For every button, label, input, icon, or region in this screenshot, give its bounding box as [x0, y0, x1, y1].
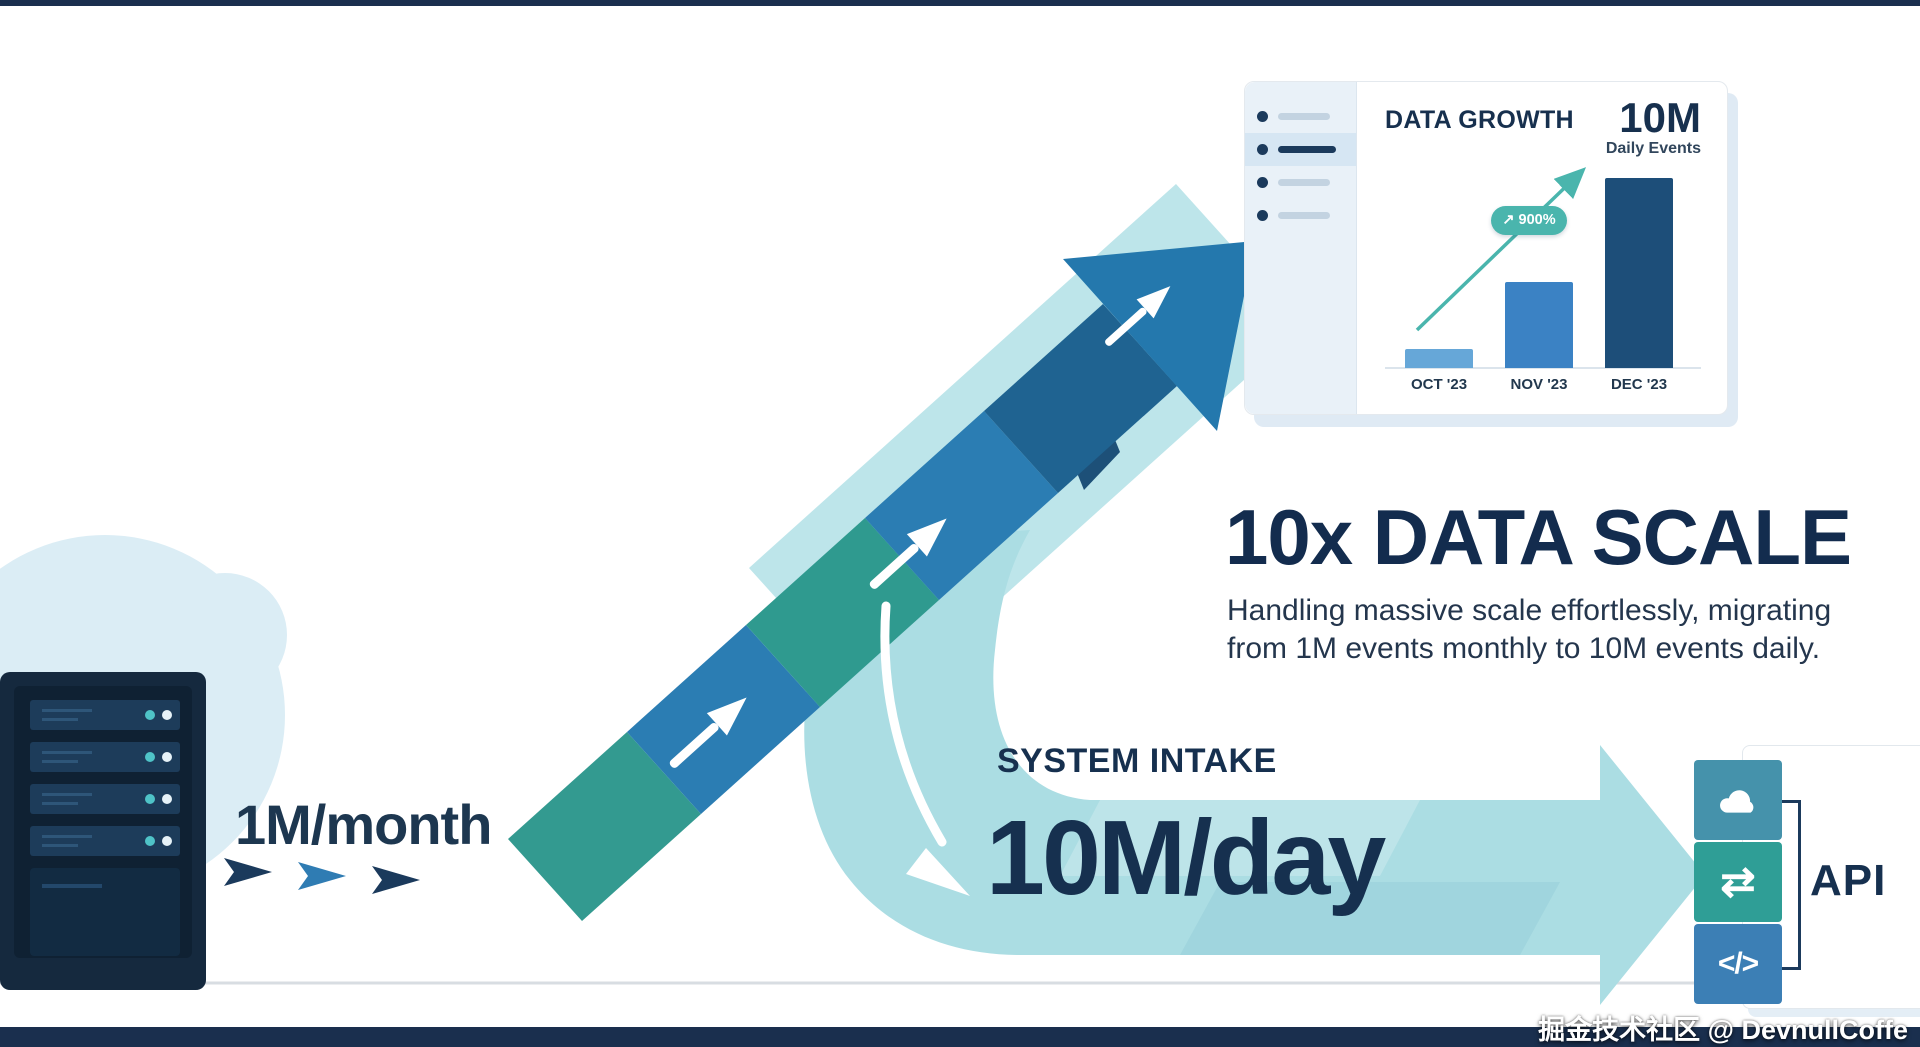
flow-chevrons: [224, 858, 420, 894]
placeholder-line: [1278, 113, 1330, 120]
api-tile-sync: ⇄: [1694, 842, 1782, 922]
flow-arrow-icon: [669, 286, 1171, 768]
sweep-facet-dark: [1180, 882, 1560, 955]
card-sidebar: [1245, 82, 1357, 414]
headline-title: 10x DATA SCALE: [1225, 493, 1852, 581]
server-rack-rows: [30, 700, 180, 856]
card-metric: 10M Daily Events: [1606, 96, 1701, 158]
chart-bar-oct: [1405, 349, 1473, 368]
axis-label-dec: DEC '23: [1610, 376, 1668, 393]
axis-label-nov: NOV '23: [1510, 376, 1568, 393]
bullet-dot-icon: [1257, 111, 1268, 122]
elbow-arrow-icon: [880, 601, 970, 896]
bullet-dot-icon: [1257, 177, 1268, 188]
intake-label: SYSTEM INTAKE: [997, 742, 1277, 780]
chevron-dart-icon: [372, 866, 420, 894]
growth-card: DATA GROWTH 10M Daily Events OCT '23 NOV…: [1244, 81, 1728, 415]
chevron-dart-icon: [224, 858, 272, 886]
api-tile-code: </>: [1694, 924, 1782, 1004]
code-icon: </>: [1717, 947, 1759, 980]
placeholder-line: [1278, 146, 1336, 153]
watermark: 掘金技术社区 @ DevnullCoffe: [1538, 1015, 1908, 1045]
bullet-dot-icon: [1257, 144, 1268, 155]
cloud-icon: [1720, 790, 1754, 813]
bottom-edge-bar: [0, 1027, 1920, 1047]
diagonal-arrowhead: [1063, 241, 1255, 431]
sweep-arrow: [804, 530, 1705, 1005]
sweep-facet-light: [1060, 800, 1420, 876]
api-tiles: ⇄ </>: [1694, 760, 1782, 1006]
intake-value: 10M/day: [986, 799, 1386, 917]
top-edge-bar: [0, 0, 1920, 6]
api-bracket: [1782, 800, 1801, 970]
api-label: API: [1810, 856, 1887, 905]
placeholder-line: [1278, 212, 1330, 219]
api-tile-cloud: [1694, 760, 1782, 840]
throughput-label: 1M/month: [235, 793, 492, 856]
metric-label: Daily Events: [1605, 140, 1701, 157]
chevron-dart-icon: [298, 862, 346, 890]
trend-arrow-icon: [1415, 167, 1587, 332]
chart-baseline: [1385, 367, 1701, 369]
server-illustration: [0, 672, 206, 990]
growth-badge: ↗ 900%: [1491, 206, 1567, 235]
sidebar-item: [1245, 100, 1356, 133]
headline-subtitle: Handling massive scale effortlessly, mig…: [1227, 594, 1832, 665]
sync-arrows-icon: ⇄: [1720, 858, 1756, 905]
axis-label-oct: OCT '23: [1410, 376, 1468, 393]
chart-bar-nov: [1505, 282, 1573, 368]
card-title: DATA GROWTH: [1385, 106, 1574, 134]
sidebar-item: [1245, 199, 1356, 232]
metric-value: 10M: [1619, 94, 1701, 141]
sidebar-item-active: [1245, 133, 1356, 166]
bullet-dot-icon: [1257, 210, 1268, 221]
sidebar-item: [1245, 166, 1356, 199]
placeholder-line: [1278, 179, 1330, 186]
chart-bar-dec: [1605, 178, 1673, 368]
